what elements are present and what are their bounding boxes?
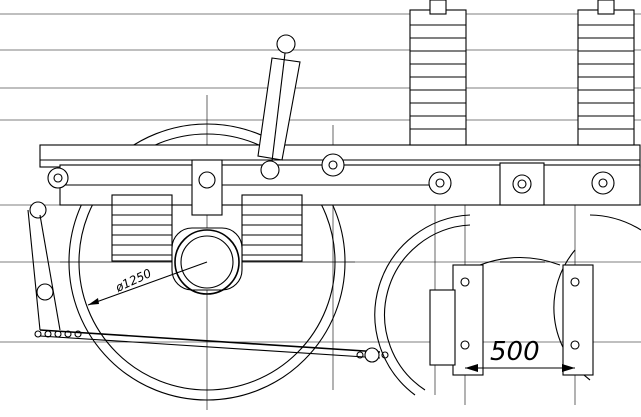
pivots bbox=[29, 153, 615, 301]
damper bbox=[257, 34, 301, 180]
spring-left-1 bbox=[111, 194, 173, 262]
center-plate bbox=[499, 162, 545, 206]
construction-lines bbox=[0, 13, 641, 410]
brake-rod bbox=[27, 209, 381, 363]
bolts bbox=[34, 277, 580, 359]
coil-spring-2 bbox=[577, 0, 635, 146]
wheel-diameter-label: ø1250 bbox=[112, 266, 153, 295]
spring-left-2 bbox=[241, 194, 303, 262]
axle-box bbox=[171, 159, 243, 295]
coil-spring-1 bbox=[409, 0, 467, 146]
spacing-label: 500 bbox=[490, 337, 540, 367]
spacing-dimension: 500 bbox=[465, 337, 575, 372]
hangers bbox=[429, 256, 594, 376]
